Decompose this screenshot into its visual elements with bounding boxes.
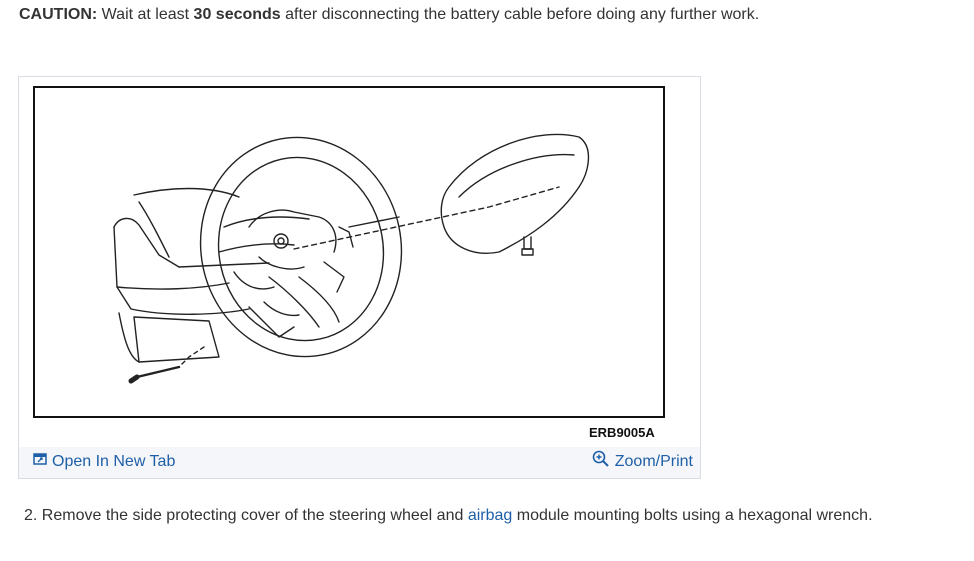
open-in-new-tab-link[interactable]: Open In New Tab [33,452,175,472]
step-text-after: module mounting bolts using a hexagonal … [512,507,873,524]
step-2-paragraph: 2. Remove the side protecting cover of t… [24,506,873,526]
caution-text-before: Wait at least [97,6,194,23]
step-number: 2. [24,507,38,524]
caution-emphasis: 30 seconds [193,6,281,23]
caution-text-after: after disconnecting the battery cable be… [280,6,760,23]
new-tab-icon [33,452,47,472]
figure-code: ERB9005A [589,425,655,440]
zoom-print-label: Zoom/Print [614,453,693,470]
figure-footer: Open In New Tab Zoom/Print [19,447,700,478]
figure-card: ERB9005A Open In New Tab Zoom/Pr [18,76,701,479]
caution-label: CAUTION: [19,6,98,23]
steering-wheel-diagram[interactable]: ERB9005A [19,77,700,447]
zoom-print-link[interactable]: Zoom/Print [592,450,693,474]
step-text-before: Remove the side protecting cover of the … [37,507,468,524]
zoom-in-icon [592,450,610,474]
airbag-link[interactable]: airbag [467,507,513,524]
diagram-drawing: ERB9005A [33,86,665,440]
open-in-new-tab-label: Open In New Tab [52,453,176,470]
caution-paragraph: CAUTION: Wait at least 30 seconds after … [19,5,759,25]
